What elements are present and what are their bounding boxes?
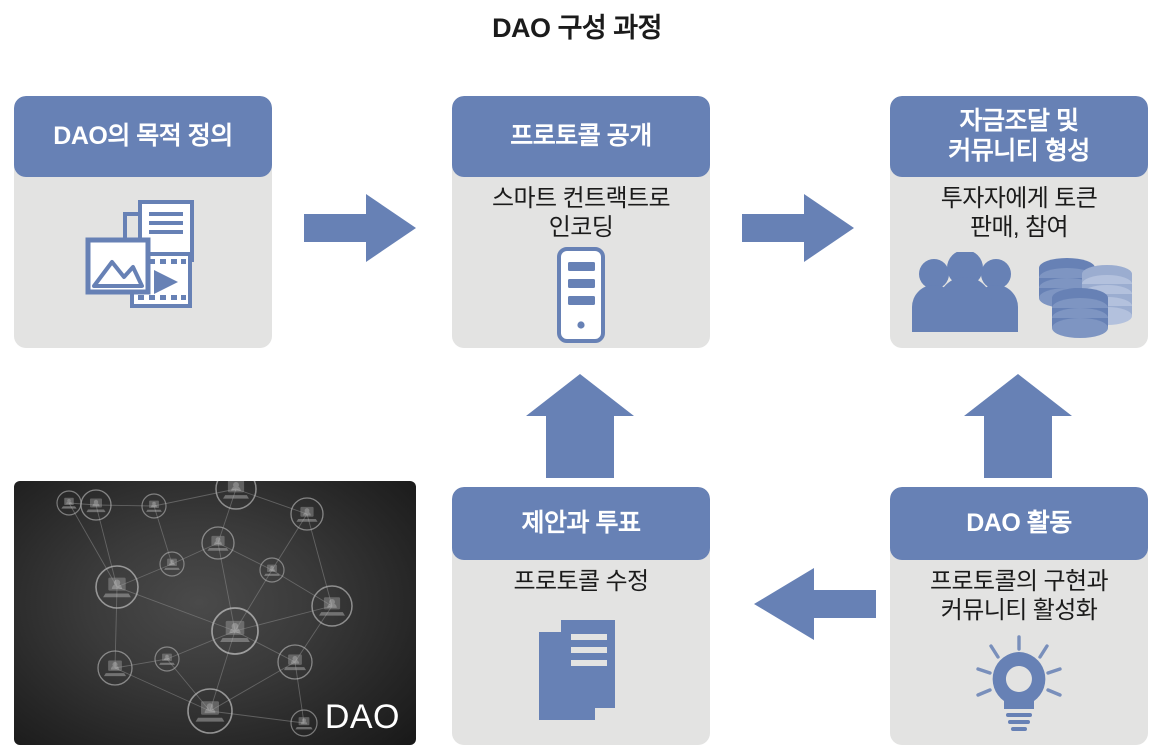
card-funding-subtitle: 투자자에게 토큰 판매, 참여	[940, 185, 1098, 241]
card-funding-body: 투자자에게 토큰 판매, 참여	[890, 177, 1148, 348]
lightbulb-icon	[890, 626, 1148, 745]
card-proposal-header: 제안과 투표	[452, 487, 710, 560]
arrow-left-activity-to-proposal	[752, 566, 876, 647]
card-protocol-subtitle: 스마트 컨트랙트로 인코딩	[492, 185, 671, 241]
card-purpose-body	[14, 177, 272, 348]
media-files-icon	[14, 185, 272, 348]
card-purpose-header-text: DAO의 목적 정의	[53, 121, 233, 150]
server-icon	[452, 243, 710, 348]
card-proposal-body: 프로토콜 수정	[452, 560, 710, 745]
card-activity-header-text: DAO 활동	[966, 508, 1072, 537]
card-protocol-body: 스마트 컨트랙트로 인코딩	[452, 177, 710, 348]
card-activity-body: 프로토콜의 구현과 커뮤니티 활성화	[890, 560, 1148, 745]
documents-icon	[452, 597, 710, 745]
card-activity[interactable]: DAO 활동 프로토콜의 구현과 커뮤니티 활성화	[890, 487, 1148, 745]
network-label: DAO	[324, 698, 400, 736]
card-protocol-header-text: 프로토콜 공개	[510, 121, 652, 150]
arrow-right-protocol-to-funding	[742, 192, 856, 269]
card-funding[interactable]: 자금조달 및 커뮤니티 형성 투자자에게 토큰 판매, 참여	[890, 96, 1148, 348]
card-proposal-header-text: 제안과 투표	[521, 508, 641, 537]
card-funding-header: 자금조달 및 커뮤니티 형성	[890, 96, 1148, 177]
card-proposal-subtitle: 프로토콜 수정	[513, 568, 650, 595]
card-funding-header-text: 자금조달 및 커뮤니티 형성	[948, 107, 1090, 165]
card-purpose[interactable]: DAO의 목적 정의	[14, 96, 272, 348]
card-protocol[interactable]: 프로토콜 공개 스마트 컨트랙트로 인코딩	[452, 96, 710, 348]
card-activity-header: DAO 활동	[890, 487, 1148, 560]
card-activity-subtitle: 프로토콜의 구현과 커뮤니티 활성화	[930, 568, 1109, 624]
arrow-up-proposal-to-protocol	[524, 372, 636, 483]
page-title: DAO 구성 과정	[492, 13, 662, 43]
dao-network-illustration: DAO	[14, 481, 416, 745]
card-proposal[interactable]: 제안과 투표 프로토콜 수정	[452, 487, 710, 745]
people-and-coins-icon	[890, 243, 1148, 348]
arrow-right-purpose-to-protocol	[304, 192, 418, 269]
arrow-up-activity-to-funding	[962, 372, 1074, 483]
card-purpose-header: DAO의 목적 정의	[14, 96, 272, 177]
card-protocol-header: 프로토콜 공개	[452, 96, 710, 177]
